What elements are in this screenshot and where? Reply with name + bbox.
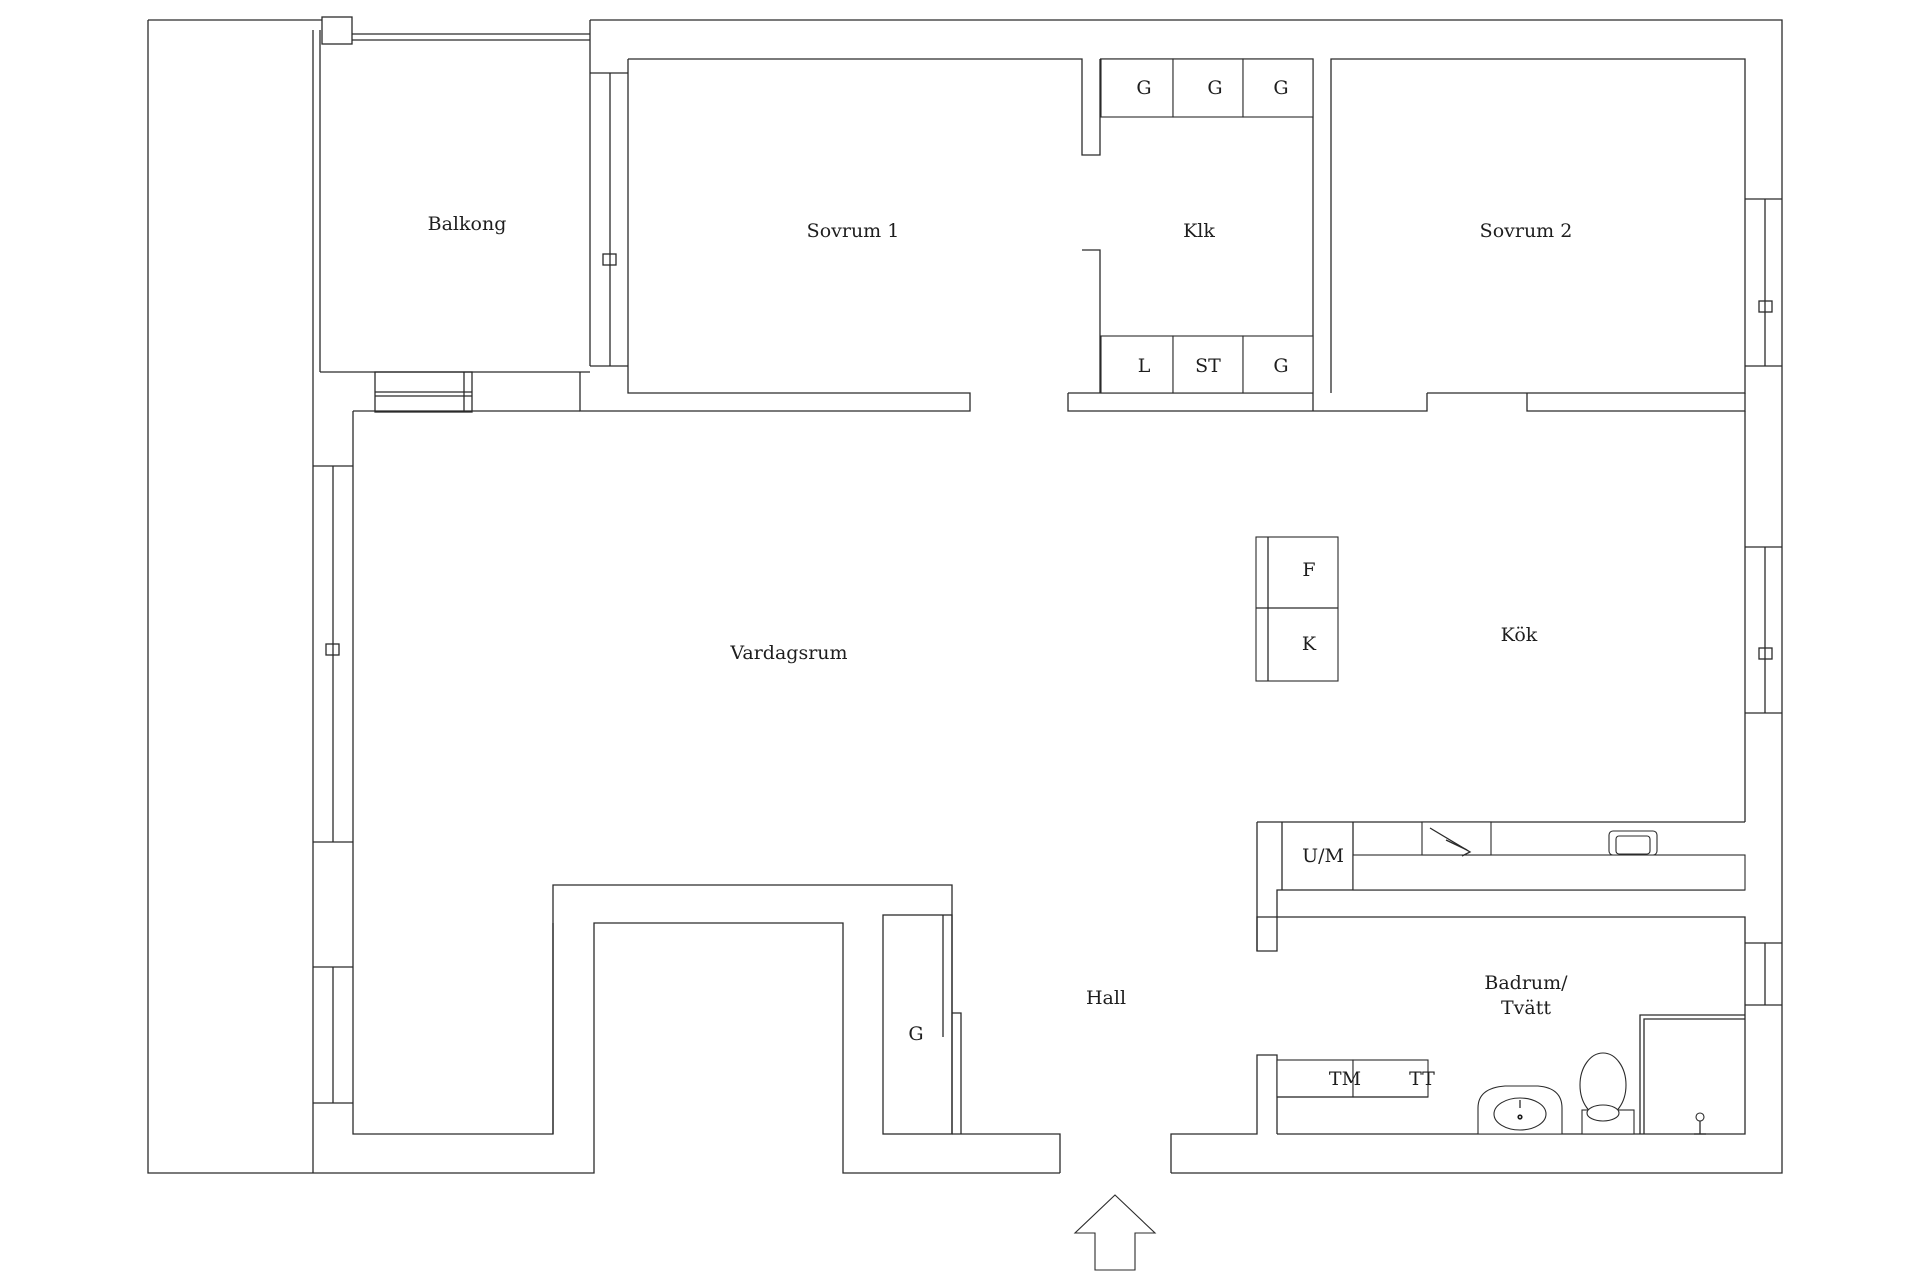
walk-in-closet (1067, 58, 1428, 412)
fixture-label-washer: TM (1329, 1068, 1361, 1090)
fixture-label-closet-top-1: G (1136, 77, 1151, 99)
room-label-sovrum-1: Sovrum 1 (807, 220, 900, 242)
room-label-vardagsrum: Vardagsrum (729, 642, 847, 664)
fixture-label-freezer: K (1302, 633, 1317, 655)
balcony (319, 16, 628, 413)
room-label-balkong: Balkong (428, 213, 507, 235)
bathroom-laundry (1276, 916, 1782, 1135)
room-label-kok: Kök (1501, 624, 1538, 646)
fixture-label-fridge: F (1302, 559, 1315, 581)
fixture-label-microwave: U/M (1302, 845, 1344, 867)
room-label-sovrum-2: Sovrum 2 (1480, 220, 1573, 242)
fixture-label-dryer: TT (1409, 1068, 1435, 1090)
fixture-label-closet-bottom-1: L (1138, 355, 1151, 377)
fixture-label-closet-bottom-3: G (1273, 355, 1288, 377)
fixture-label-hall-closet: G (908, 1023, 923, 1045)
fridge-freezer (1255, 536, 1339, 682)
bedroom-2 (1312, 58, 1782, 412)
fixture-label-closet-top-3: G (1273, 77, 1288, 99)
room-label-badrum: Badrum/ (1484, 972, 1568, 994)
room-label-klk: Klk (1183, 220, 1215, 242)
bedroom-1 (579, 58, 1101, 412)
living-room-windows (313, 410, 580, 1135)
fixture-label-closet-top-2: G (1207, 77, 1222, 99)
entrance-arrow-icon (1073, 1194, 1157, 1271)
room-label-tvatt: Tvätt (1501, 997, 1551, 1019)
kitchen-windows (1744, 411, 1782, 822)
kitchen-counter (1256, 821, 1746, 952)
room-label-hall: Hall (1086, 987, 1126, 1009)
fixture-label-closet-bottom-2: ST (1195, 355, 1221, 377)
outer-walls (147, 19, 1783, 1174)
